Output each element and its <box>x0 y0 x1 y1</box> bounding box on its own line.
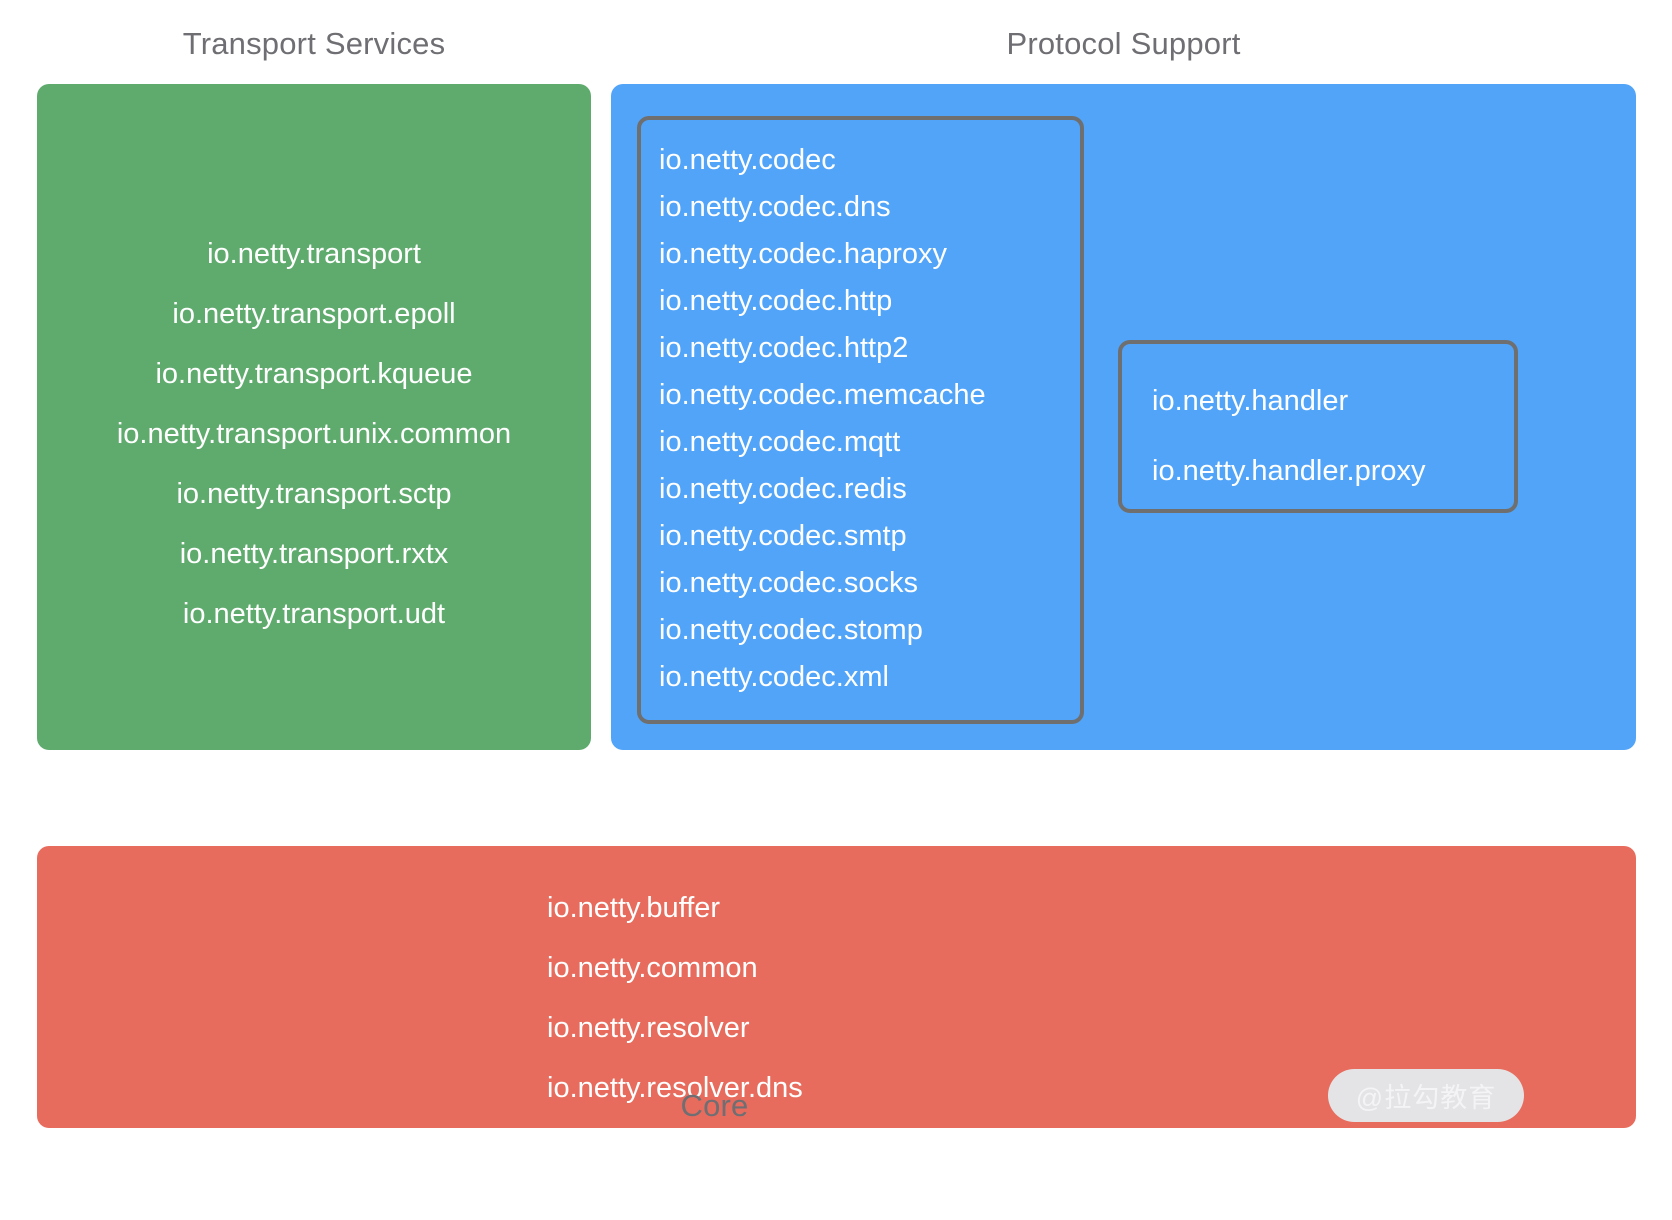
package-item: io.netty.transport.rxtx <box>179 538 449 570</box>
core-label: Core <box>680 1088 749 1123</box>
transport-services-panel: io.netty.transport io.netty.transport.ep… <box>37 84 591 750</box>
handler-package-list: io.netty.handler io.netty.handler.proxy <box>1152 366 1506 506</box>
package-item: io.netty.transport <box>207 238 421 270</box>
package-item: io.netty.codec.socks <box>659 567 918 599</box>
package-item: io.netty.resolver.dns <box>547 1072 803 1104</box>
codec-package-list: io.netty.codec io.netty.codec.dns io.net… <box>659 137 1070 701</box>
core-panel: io.netty.buffer io.netty.common io.netty… <box>37 846 1636 1128</box>
watermark-badge: @拉勾教育 <box>1328 1069 1524 1122</box>
package-item: io.netty.codec.http <box>659 285 893 317</box>
package-item: io.netty.transport.udt <box>182 598 446 630</box>
package-item: io.netty.transport.sctp <box>176 478 452 510</box>
package-item: io.netty.handler <box>1152 385 1349 417</box>
package-item: io.netty.codec.mqtt <box>659 426 901 458</box>
protocol-support-panel: io.netty.codec io.netty.codec.dns io.net… <box>611 84 1636 750</box>
package-item: io.netty.transport.kqueue <box>155 358 473 390</box>
codec-group-box: io.netty.codec io.netty.codec.dns io.net… <box>637 116 1084 724</box>
handler-group-box: io.netty.handler io.netty.handler.proxy <box>1118 340 1518 513</box>
package-item: io.netty.codec.xml <box>659 661 889 693</box>
package-item: io.netty.codec.haproxy <box>659 238 948 270</box>
transport-package-list: io.netty.transport io.netty.transport.ep… <box>37 224 591 644</box>
package-item: io.netty.codec.http2 <box>659 332 909 364</box>
package-item: io.netty.common <box>547 952 758 984</box>
protocol-support-heading: Protocol Support <box>1006 26 1241 61</box>
package-item: io.netty.codec.smtp <box>659 520 907 552</box>
package-item: io.netty.codec.redis <box>659 473 907 505</box>
package-item: io.netty.transport.epoll <box>172 298 456 330</box>
transport-services-heading: Transport Services <box>182 26 446 61</box>
package-item: io.netty.buffer <box>547 892 721 924</box>
package-item: io.netty.transport.unix.common <box>116 418 512 450</box>
package-item: io.netty.codec.memcache <box>659 379 986 411</box>
package-item: io.netty.handler.proxy <box>1152 455 1426 487</box>
package-item: io.netty.codec <box>659 144 836 176</box>
package-item: io.netty.codec.stomp <box>659 614 923 646</box>
package-item: io.netty.resolver <box>547 1012 750 1044</box>
package-item: io.netty.codec.dns <box>659 191 891 223</box>
core-package-list: io.netty.buffer io.netty.common io.netty… <box>37 878 1636 1118</box>
